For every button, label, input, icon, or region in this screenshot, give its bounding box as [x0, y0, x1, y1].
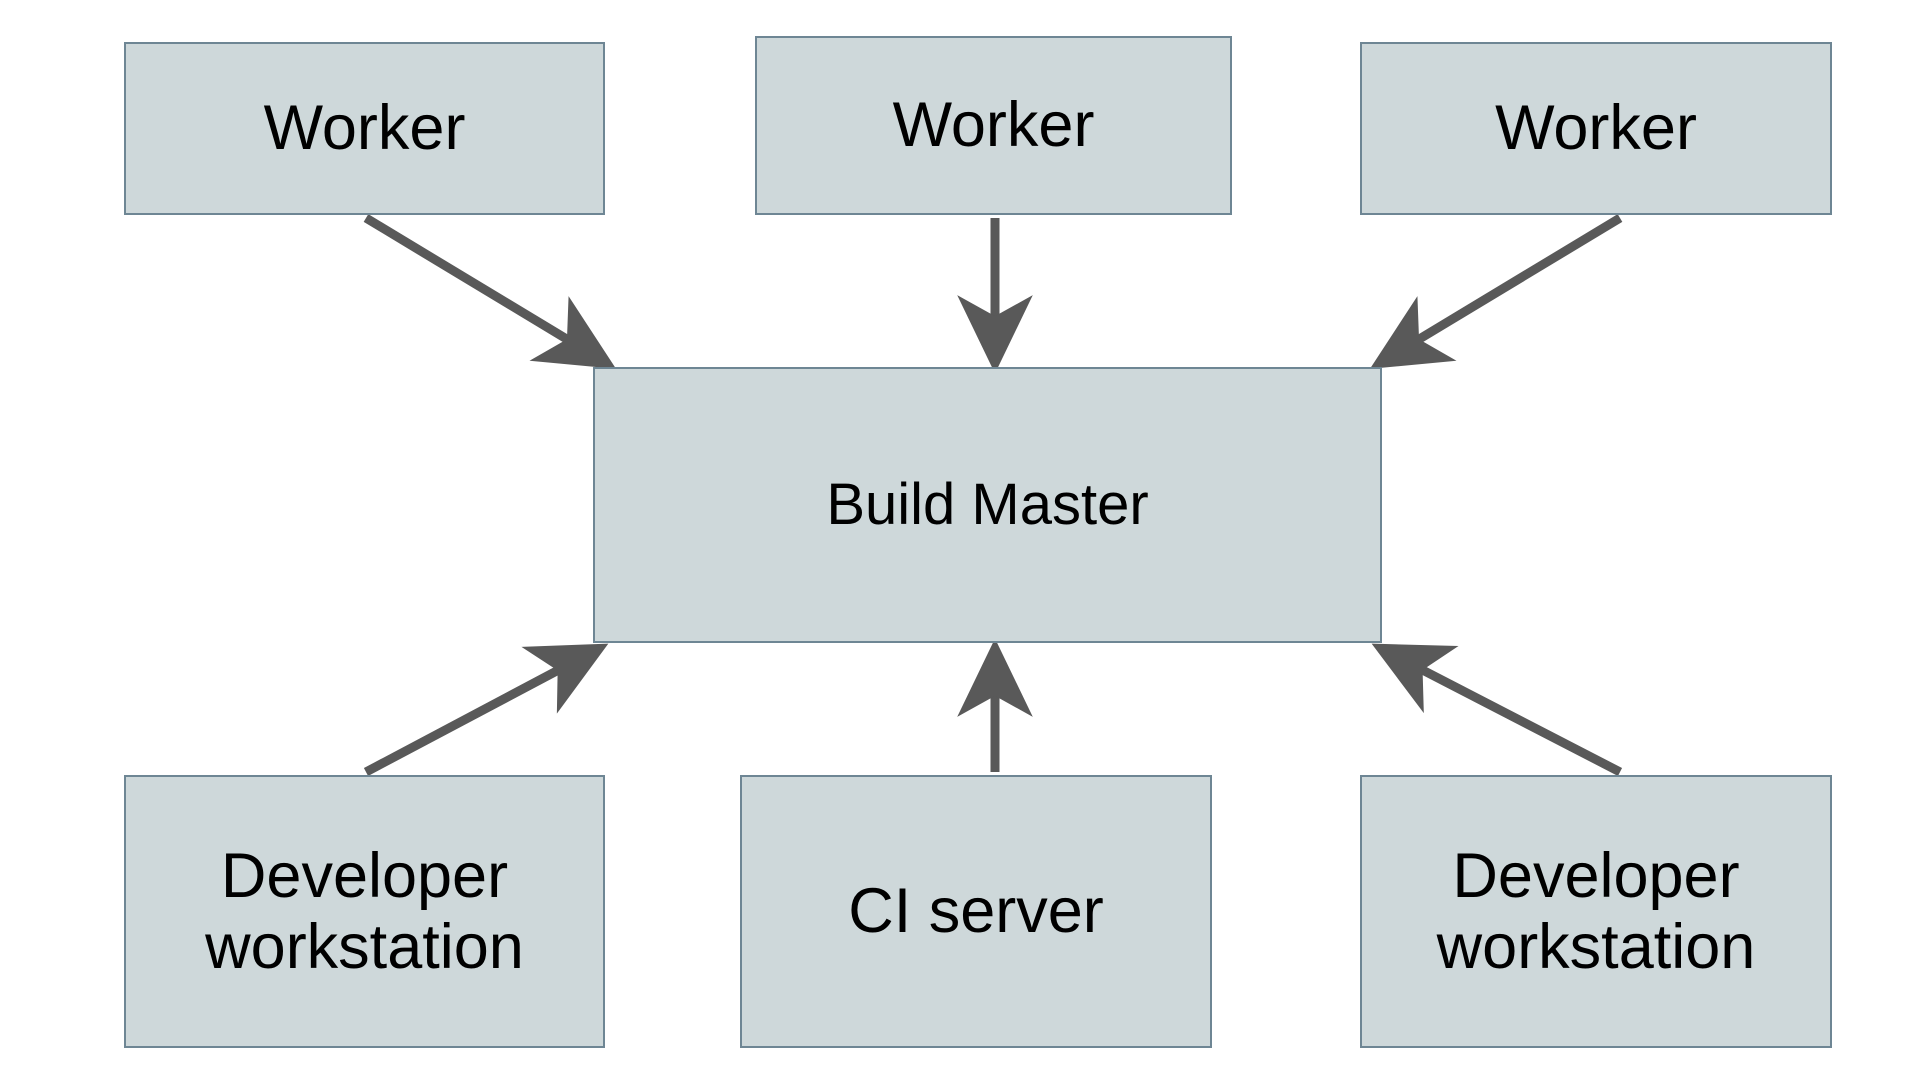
node-build-master[interactable]: Build Master: [593, 367, 1382, 643]
edge-dev-2-to-master: [1371, 643, 1623, 776]
node-ci-server[interactable]: CI server: [740, 775, 1212, 1048]
node-developer-workstation-2-label: Developer workstation: [1436, 840, 1756, 982]
edge-worker-1-to-master: [363, 214, 617, 369]
node-ci-server-label: CI server: [848, 876, 1104, 947]
edge-worker-3-to-master: [1369, 214, 1623, 369]
node-worker-1-label: Worker: [263, 93, 466, 164]
node-worker-3[interactable]: Worker: [1360, 42, 1832, 215]
node-worker-2-label: Worker: [892, 90, 1095, 161]
node-build-master-label: Build Master: [826, 471, 1149, 537]
node-worker-2[interactable]: Worker: [755, 36, 1232, 215]
edge-dev-1-to-master: [363, 643, 609, 776]
node-developer-workstation-1[interactable]: Developer workstation: [124, 775, 605, 1048]
node-worker-1[interactable]: Worker: [124, 42, 605, 215]
node-developer-workstation-2[interactable]: Developer workstation: [1360, 775, 1832, 1048]
node-developer-workstation-1-label: Developer workstation: [205, 840, 524, 982]
node-worker-3-label: Worker: [1495, 93, 1697, 164]
